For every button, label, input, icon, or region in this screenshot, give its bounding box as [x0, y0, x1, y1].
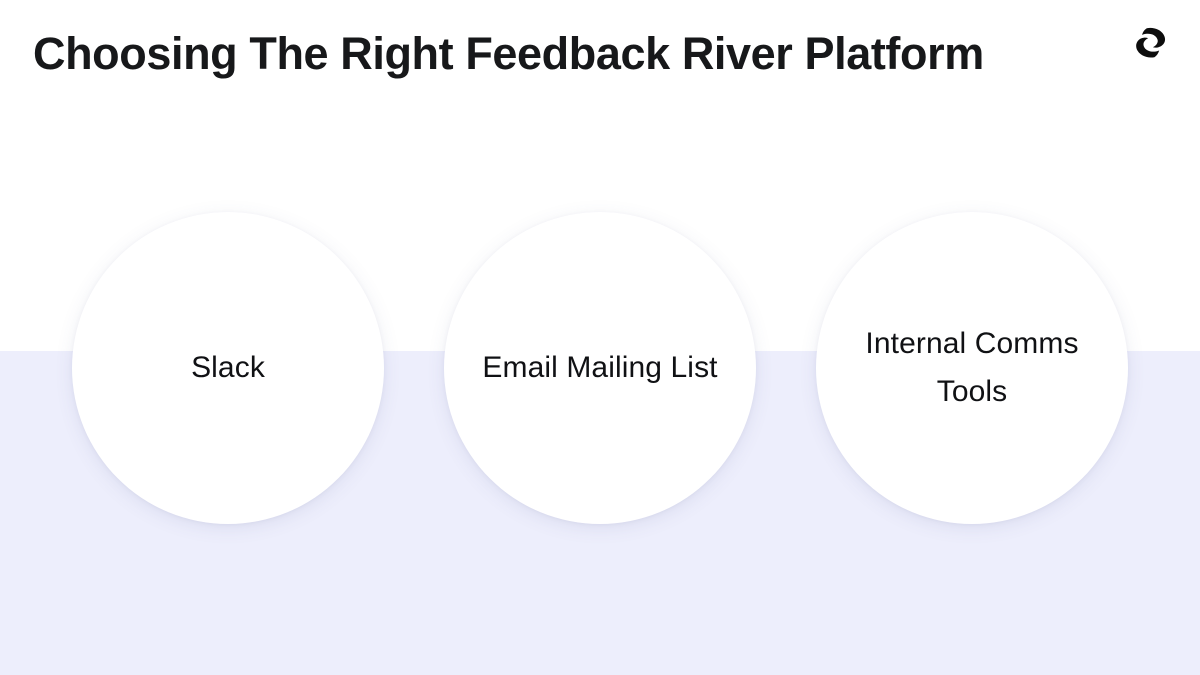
page-title: Choosing The Right Feedback River Platfo… — [33, 28, 984, 79]
slide-header: Choosing The Right Feedback River Platfo… — [0, 0, 1200, 110]
options-row: Slack Email Mailing List Internal Comms … — [0, 212, 1200, 524]
option-circle-slack[interactable]: Slack — [72, 212, 384, 524]
option-label: Internal Comms Tools — [865, 327, 1079, 408]
option-label: Email Mailing List — [482, 351, 718, 384]
option-circle-internal-comms-tools[interactable]: Internal Comms Tools — [816, 212, 1128, 524]
double-chevron-logo-icon — [1136, 27, 1166, 58]
option-label: Slack — [191, 351, 265, 384]
option-circle-email-mailing-list[interactable]: Email Mailing List — [444, 212, 756, 524]
